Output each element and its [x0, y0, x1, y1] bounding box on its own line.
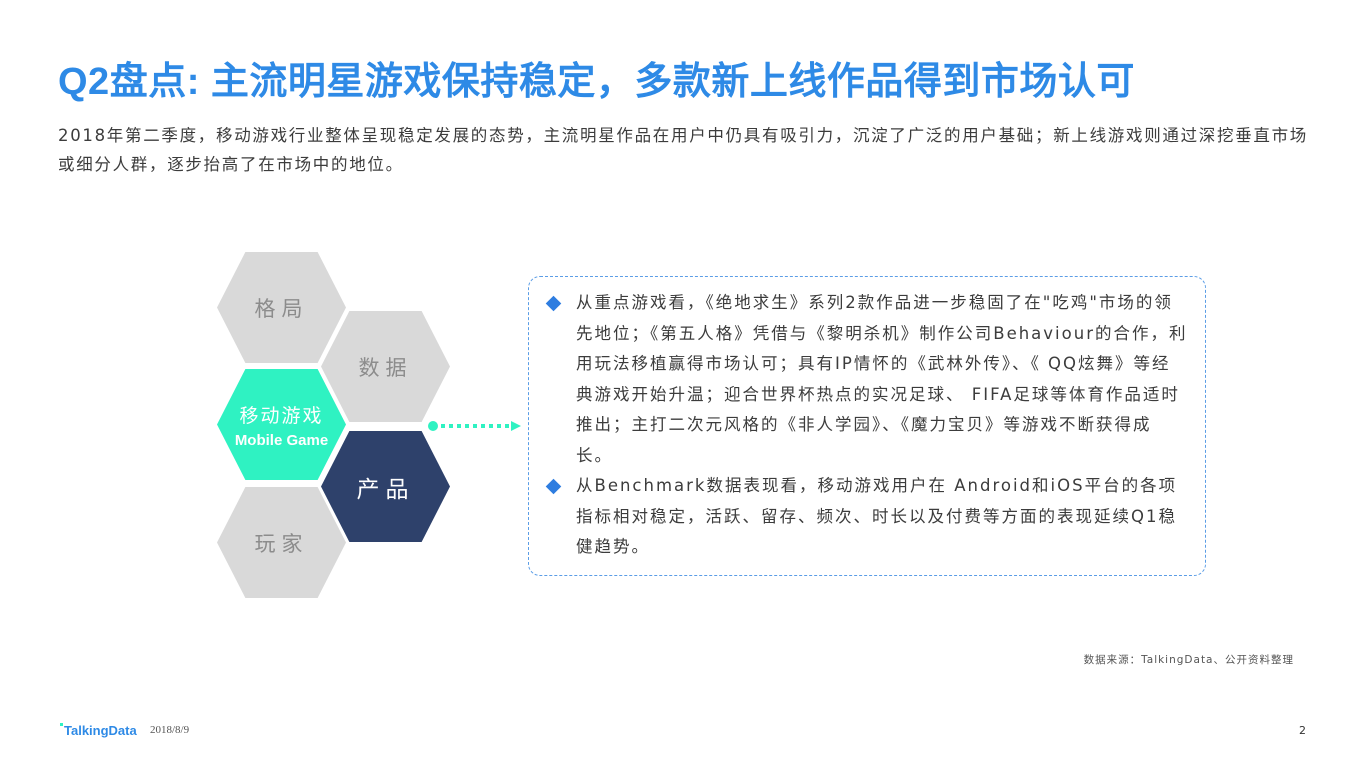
hex-label: 数据	[358, 355, 413, 380]
bullet-text: 从Benchmark数据表现看，移动游戏用户在 Android和iOS平台的各项…	[576, 476, 1178, 556]
talkingdata-logo: TalkingData	[60, 723, 137, 738]
hex-label: 格局	[254, 296, 309, 321]
footer-date: 2018/8/9	[150, 724, 190, 736]
hex-structure: 格局	[217, 252, 346, 363]
page-number: 2	[1299, 724, 1306, 737]
dotted-arrow-connector	[428, 421, 521, 431]
hex-mobile-game: 移动游戏 Mobile Game	[217, 369, 346, 480]
slide-title: Q2盘点: 主流明星游戏保持稳定，多款新上线作品得到市场认可	[58, 61, 1135, 103]
bullet-text: 从重点游戏看，《绝地求生》系列2款作品进一步稳固了在"吃鸡"市场的领先地位；《第…	[576, 293, 1188, 465]
hex-label: 玩家	[254, 531, 309, 556]
logo-dot-icon	[60, 723, 63, 726]
hex-sublabel: Mobile Game	[234, 431, 329, 449]
bullet-item-benchmark: 从Benchmark数据表现看，移动游戏用户在 Android和iOS平台的各项…	[545, 471, 1188, 563]
intro-paragraph: 2018年第二季度，移动游戏行业整体呈现稳定发展的态势，主流明星作品在用户中仍具…	[58, 126, 1308, 174]
hex-data: 数据	[321, 311, 450, 422]
hex-label: 产品	[356, 476, 415, 503]
highlights-box	[528, 276, 1206, 576]
hex-product: 产品	[321, 431, 450, 542]
bullet-item-games: 从重点游戏看，《绝地求生》系列2款作品进一步稳固了在"吃鸡"市场的领先地位；《第…	[545, 288, 1188, 471]
hex-label: 移动游戏	[239, 404, 324, 427]
hex-players: 玩家	[217, 487, 346, 598]
data-source-note: 数据来源：TalkingData、公开资料整理	[1083, 654, 1294, 666]
